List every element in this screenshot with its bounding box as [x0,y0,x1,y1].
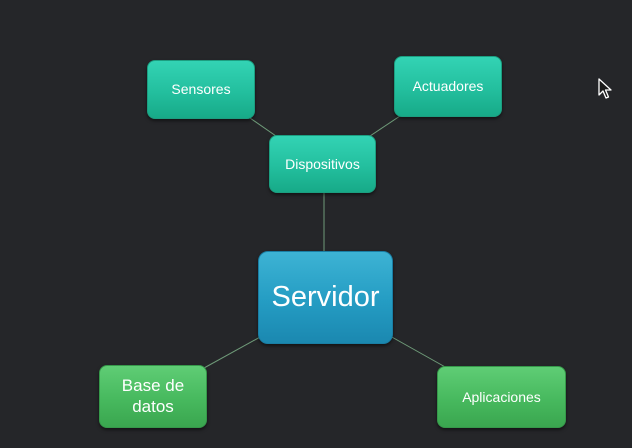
node-dispositivos[interactable]: Dispositivos [269,135,376,193]
edge-sensores-dispositivos [249,117,277,137]
node-dispositivos-label: Dispositivos [285,155,360,172]
node-base-de-datos-line2: datos [132,396,174,416]
node-base-de-datos-label: Base de datos [122,376,184,417]
node-base-de-datos[interactable]: Base de datos [99,365,207,428]
node-servidor-label: Servidor [271,281,380,314]
node-actuadores[interactable]: Actuadores [394,56,502,117]
node-sensores-label: Sensores [171,81,231,98]
edge-servidor-aplicaciones [389,335,448,369]
node-actuadores-label: Actuadores [412,78,484,95]
mouse-pointer-icon [598,78,612,99]
node-base-de-datos-line1: Base de [121,376,185,396]
edge-servidor-basedatos [203,335,263,369]
node-aplicaciones[interactable]: Aplicaciones [437,366,566,428]
edge-actuadores-dispositivos [369,115,401,137]
node-servidor[interactable]: Servidor [258,251,393,344]
node-sensores[interactable]: Sensores [147,60,255,119]
node-aplicaciones-label: Aplicaciones [462,388,541,405]
